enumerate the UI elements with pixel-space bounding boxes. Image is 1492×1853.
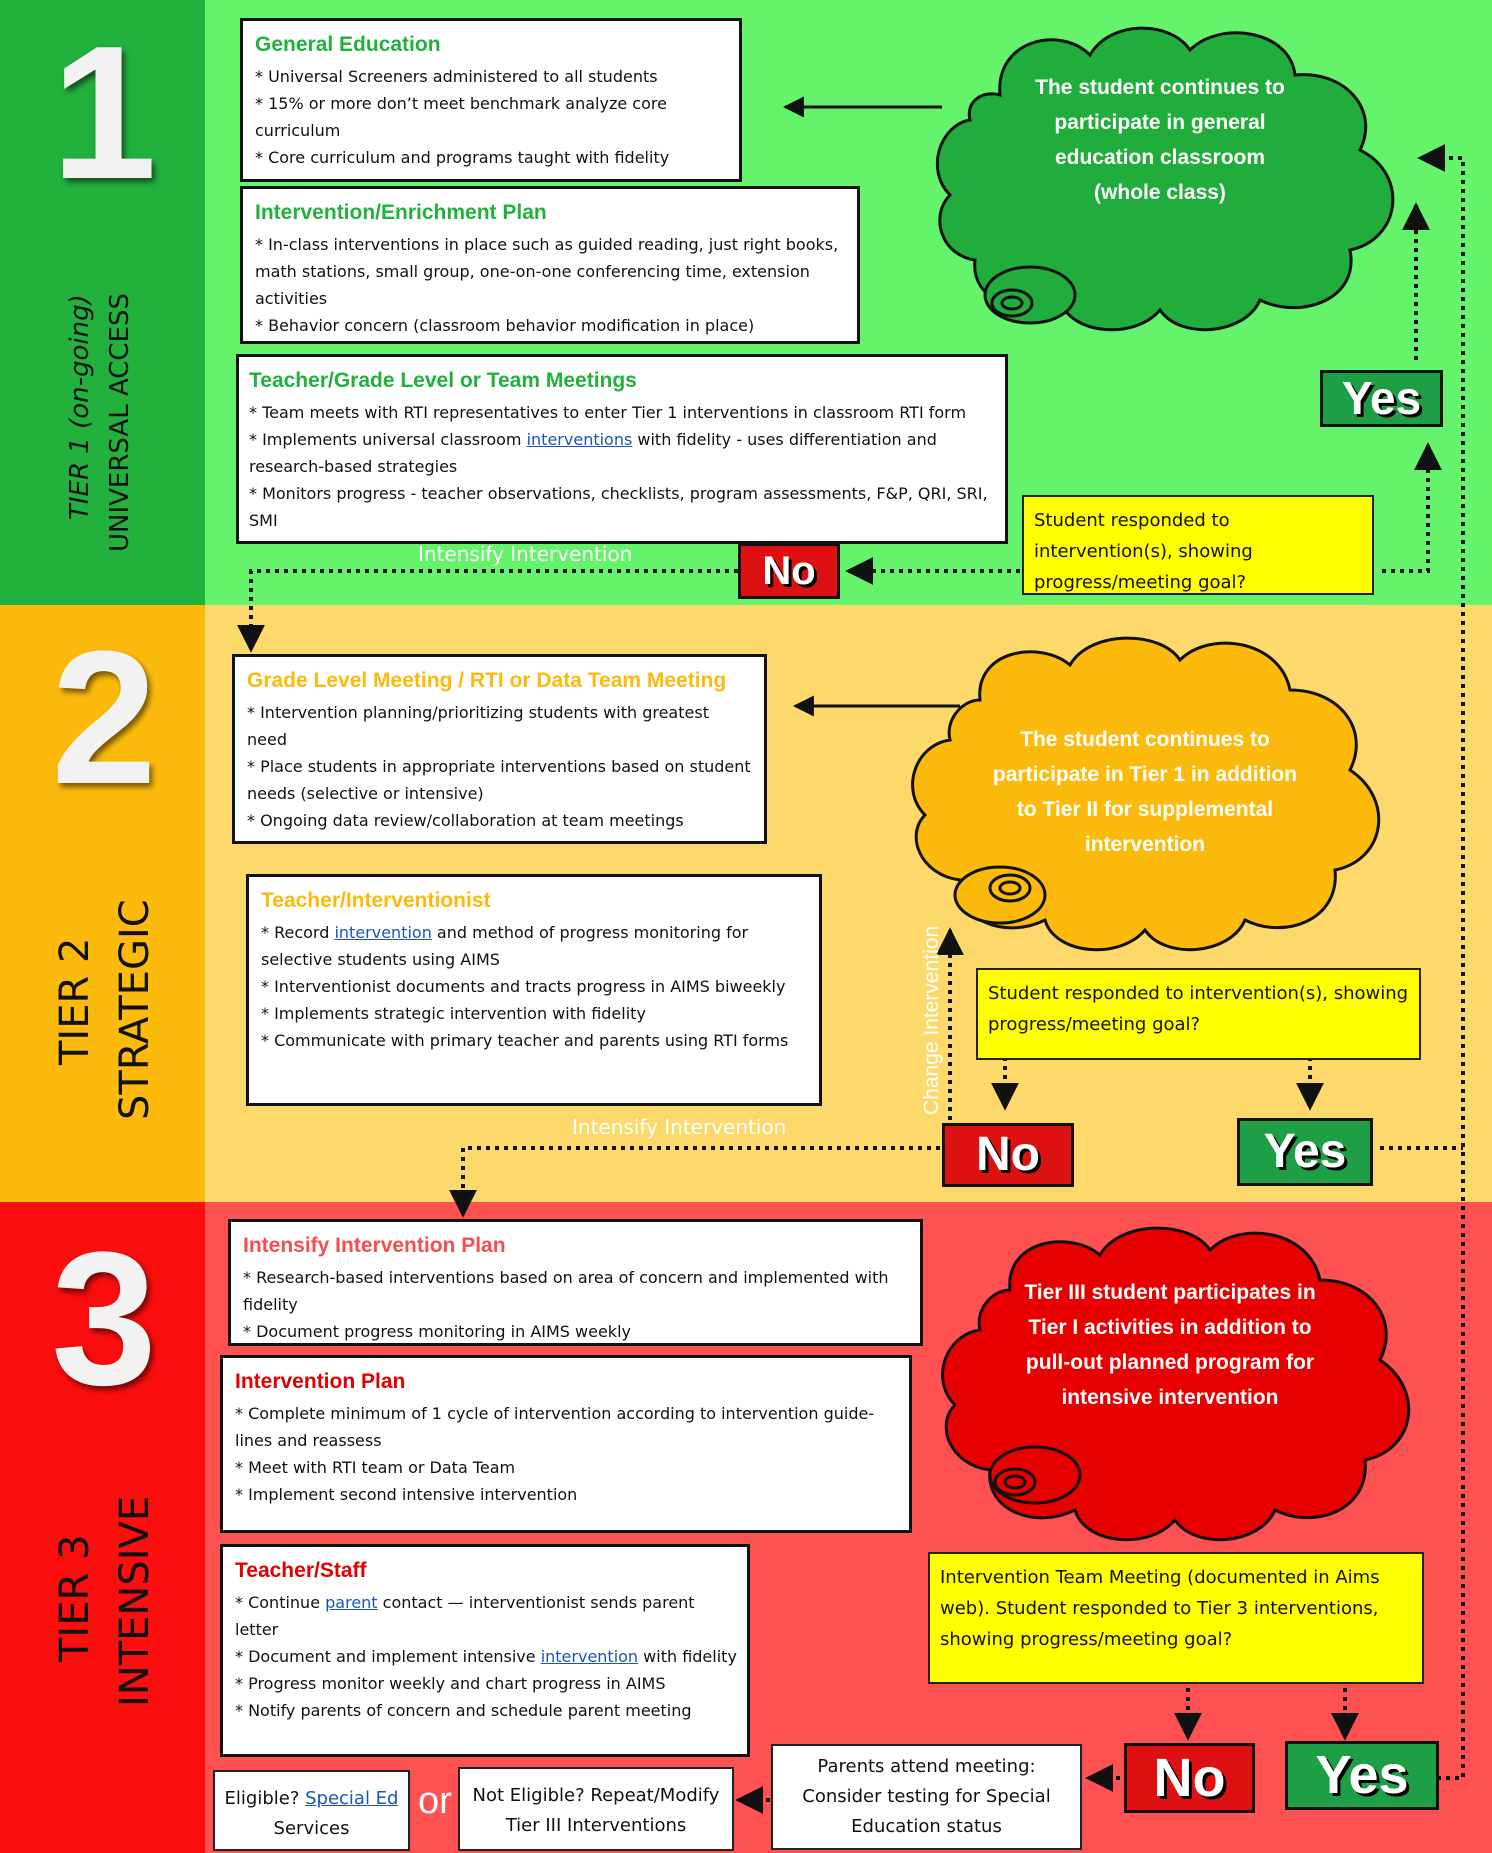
intervention-enrichment-box: Intervention/Enrichment Plan * In-class …	[240, 186, 860, 344]
tier2-yes-button[interactable]: Yes	[1237, 1118, 1373, 1186]
teacher-interventionist-box: Teacher/Interventionist * Record interve…	[246, 874, 822, 1106]
intervention-plan-title: Intervention Plan	[235, 1370, 406, 1393]
teacher-interventionist-line: * Record intervention and method of prog…	[261, 923, 749, 969]
grade-level-meeting-line: * Ongoing data review/collaboration at t…	[247, 811, 684, 830]
teacher-staff-line: * Progress monitor weekly and chart prog…	[235, 1674, 666, 1693]
tier2-thought-cloud	[911, 636, 1381, 952]
team-meetings-line: * Monitors progress - teacher observatio…	[249, 484, 988, 530]
grade-level-meeting-line: * Intervention planning/prioritizing stu…	[247, 703, 709, 749]
teacher-staff-line: * Continue parent contact — intervention…	[235, 1593, 695, 1639]
general-education-title: General Education	[255, 33, 441, 56]
tier1-no-button[interactable]: No	[738, 543, 840, 599]
teacher-interventionist-line: * Communicate with primary teacher and p…	[261, 1031, 789, 1050]
general-education-line: * Core curriculum and programs taught wi…	[255, 148, 670, 167]
tier3-sidebar: 3 TIER 3 INTENSIVE	[0, 1202, 205, 1853]
tier3-cloud-text: Tier III student participates in Tier I …	[1024, 1281, 1316, 1409]
special-ed-link[interactable]: Special Ed	[305, 1788, 399, 1809]
team-meetings-line: * Implements universal classroom interve…	[249, 430, 937, 476]
tier1-number: 1	[51, 7, 157, 219]
or-label: or	[418, 1780, 452, 1822]
tier2-intensify-label: Intensify Intervention	[572, 1115, 787, 1139]
intensify-plan-line: * Document progress monitoring in AIMS w…	[243, 1322, 631, 1341]
tier1-sidebar: 1 TIER 1 (on-going) UNIVERSAL ACCESS	[0, 0, 205, 605]
teacher-staff-title: Teacher/Staff	[235, 1559, 367, 1582]
tier1-intensify-label: Intensify Intervention	[418, 542, 633, 566]
tier1-question-box: Student responded to intervention(s), sh…	[1022, 495, 1374, 595]
teacher-interventionist-line: * Interventionist documents and tracts p…	[261, 977, 786, 996]
team-meetings-line: * Team meets with RTI representatives to…	[249, 403, 967, 422]
team-meetings-title: Teacher/Grade Level or Team Meetings	[249, 369, 637, 392]
intervention-enrichment-line: * In-class interventions in place such a…	[255, 235, 839, 308]
general-education-box: General Education * Universal Screeners …	[240, 18, 742, 182]
tier2-no-button[interactable]: No	[942, 1123, 1074, 1187]
general-education-line: * 15% or more don’t meet benchmark analy…	[255, 94, 667, 140]
tier2-question-box: Student responded to intervention(s), sh…	[976, 968, 1421, 1060]
not-eligible-box: Not Eligible? Repeat/Modify Tier III Int…	[458, 1767, 734, 1851]
tier1-thought-cloud	[935, 26, 1395, 332]
tier3-question-box: Intervention Team Meeting (documented in…	[928, 1552, 1424, 1684]
teacher-interventionist-title: Teacher/Interventionist	[261, 889, 491, 912]
teacher-staff-box: Teacher/Staff * Continue parent contact …	[220, 1544, 750, 1757]
tier1-yes-button[interactable]: Yes	[1320, 370, 1443, 427]
intervention-enrichment-line: * Behavior concern (classroom behavior m…	[255, 316, 755, 335]
tier3-number: 3	[51, 1213, 157, 1425]
grade-level-meeting-title: Grade Level Meeting / RTI or Data Team M…	[247, 669, 727, 692]
intervention-plan-line: * Meet with RTI team or Data Team	[235, 1458, 516, 1477]
tier2-cloud-text: The student continues to participate in …	[992, 728, 1298, 856]
interventions-link[interactable]: interventions	[526, 430, 633, 449]
intervention-plan-line: * Implement second intensive interventio…	[235, 1485, 578, 1504]
intervention-plan-box: Intervention Plan * Complete minimum of …	[220, 1355, 912, 1533]
change-intervention-label: Change Intervention	[920, 925, 943, 1115]
parent-link[interactable]: parent	[325, 1593, 378, 1612]
tier3-yes-button[interactable]: Yes	[1285, 1741, 1439, 1810]
tier1-cloud-text: The student continues to participate in …	[1035, 76, 1285, 204]
intensify-plan-title: Intensify Intervention Plan	[243, 1234, 506, 1257]
grade-level-meeting-box: Grade Level Meeting / RTI or Data Team M…	[232, 654, 767, 844]
grade-level-meeting-line: * Place students in appropriate interven…	[247, 757, 751, 803]
intensify-plan-line: * Research-based interventions based on …	[243, 1268, 889, 1314]
tier3-thought-cloud	[941, 1226, 1411, 1542]
parents-meeting-box: Parents attend meeting: Consider testing…	[771, 1744, 1082, 1850]
teacher-interventionist-line: * Implements strategic intervention with…	[261, 1004, 646, 1023]
teacher-staff-line: * Notify parents of concern and schedule…	[235, 1701, 692, 1720]
intervention-link[interactable]: intervention	[334, 923, 432, 942]
teacher-staff-line: * Document and implement intensive inter…	[235, 1647, 737, 1666]
tier2-number: 2	[51, 612, 157, 824]
general-education-line: * Universal Screeners administered to al…	[255, 67, 658, 86]
intervention-link[interactable]: intervention	[540, 1647, 639, 1666]
intervention-plan-line: * Complete minimum of 1 cycle of interve…	[235, 1404, 875, 1450]
tier3-no-button[interactable]: No	[1124, 1743, 1255, 1813]
intensify-intervention-plan-box: Intensify Intervention Plan * Research-b…	[228, 1219, 923, 1346]
tier2-sidebar: 2 TIER 2 STRATEGIC	[0, 605, 205, 1202]
team-meetings-box: Teacher/Grade Level or Team Meetings * T…	[236, 354, 1008, 544]
intervention-enrichment-title: Intervention/Enrichment Plan	[255, 201, 547, 224]
